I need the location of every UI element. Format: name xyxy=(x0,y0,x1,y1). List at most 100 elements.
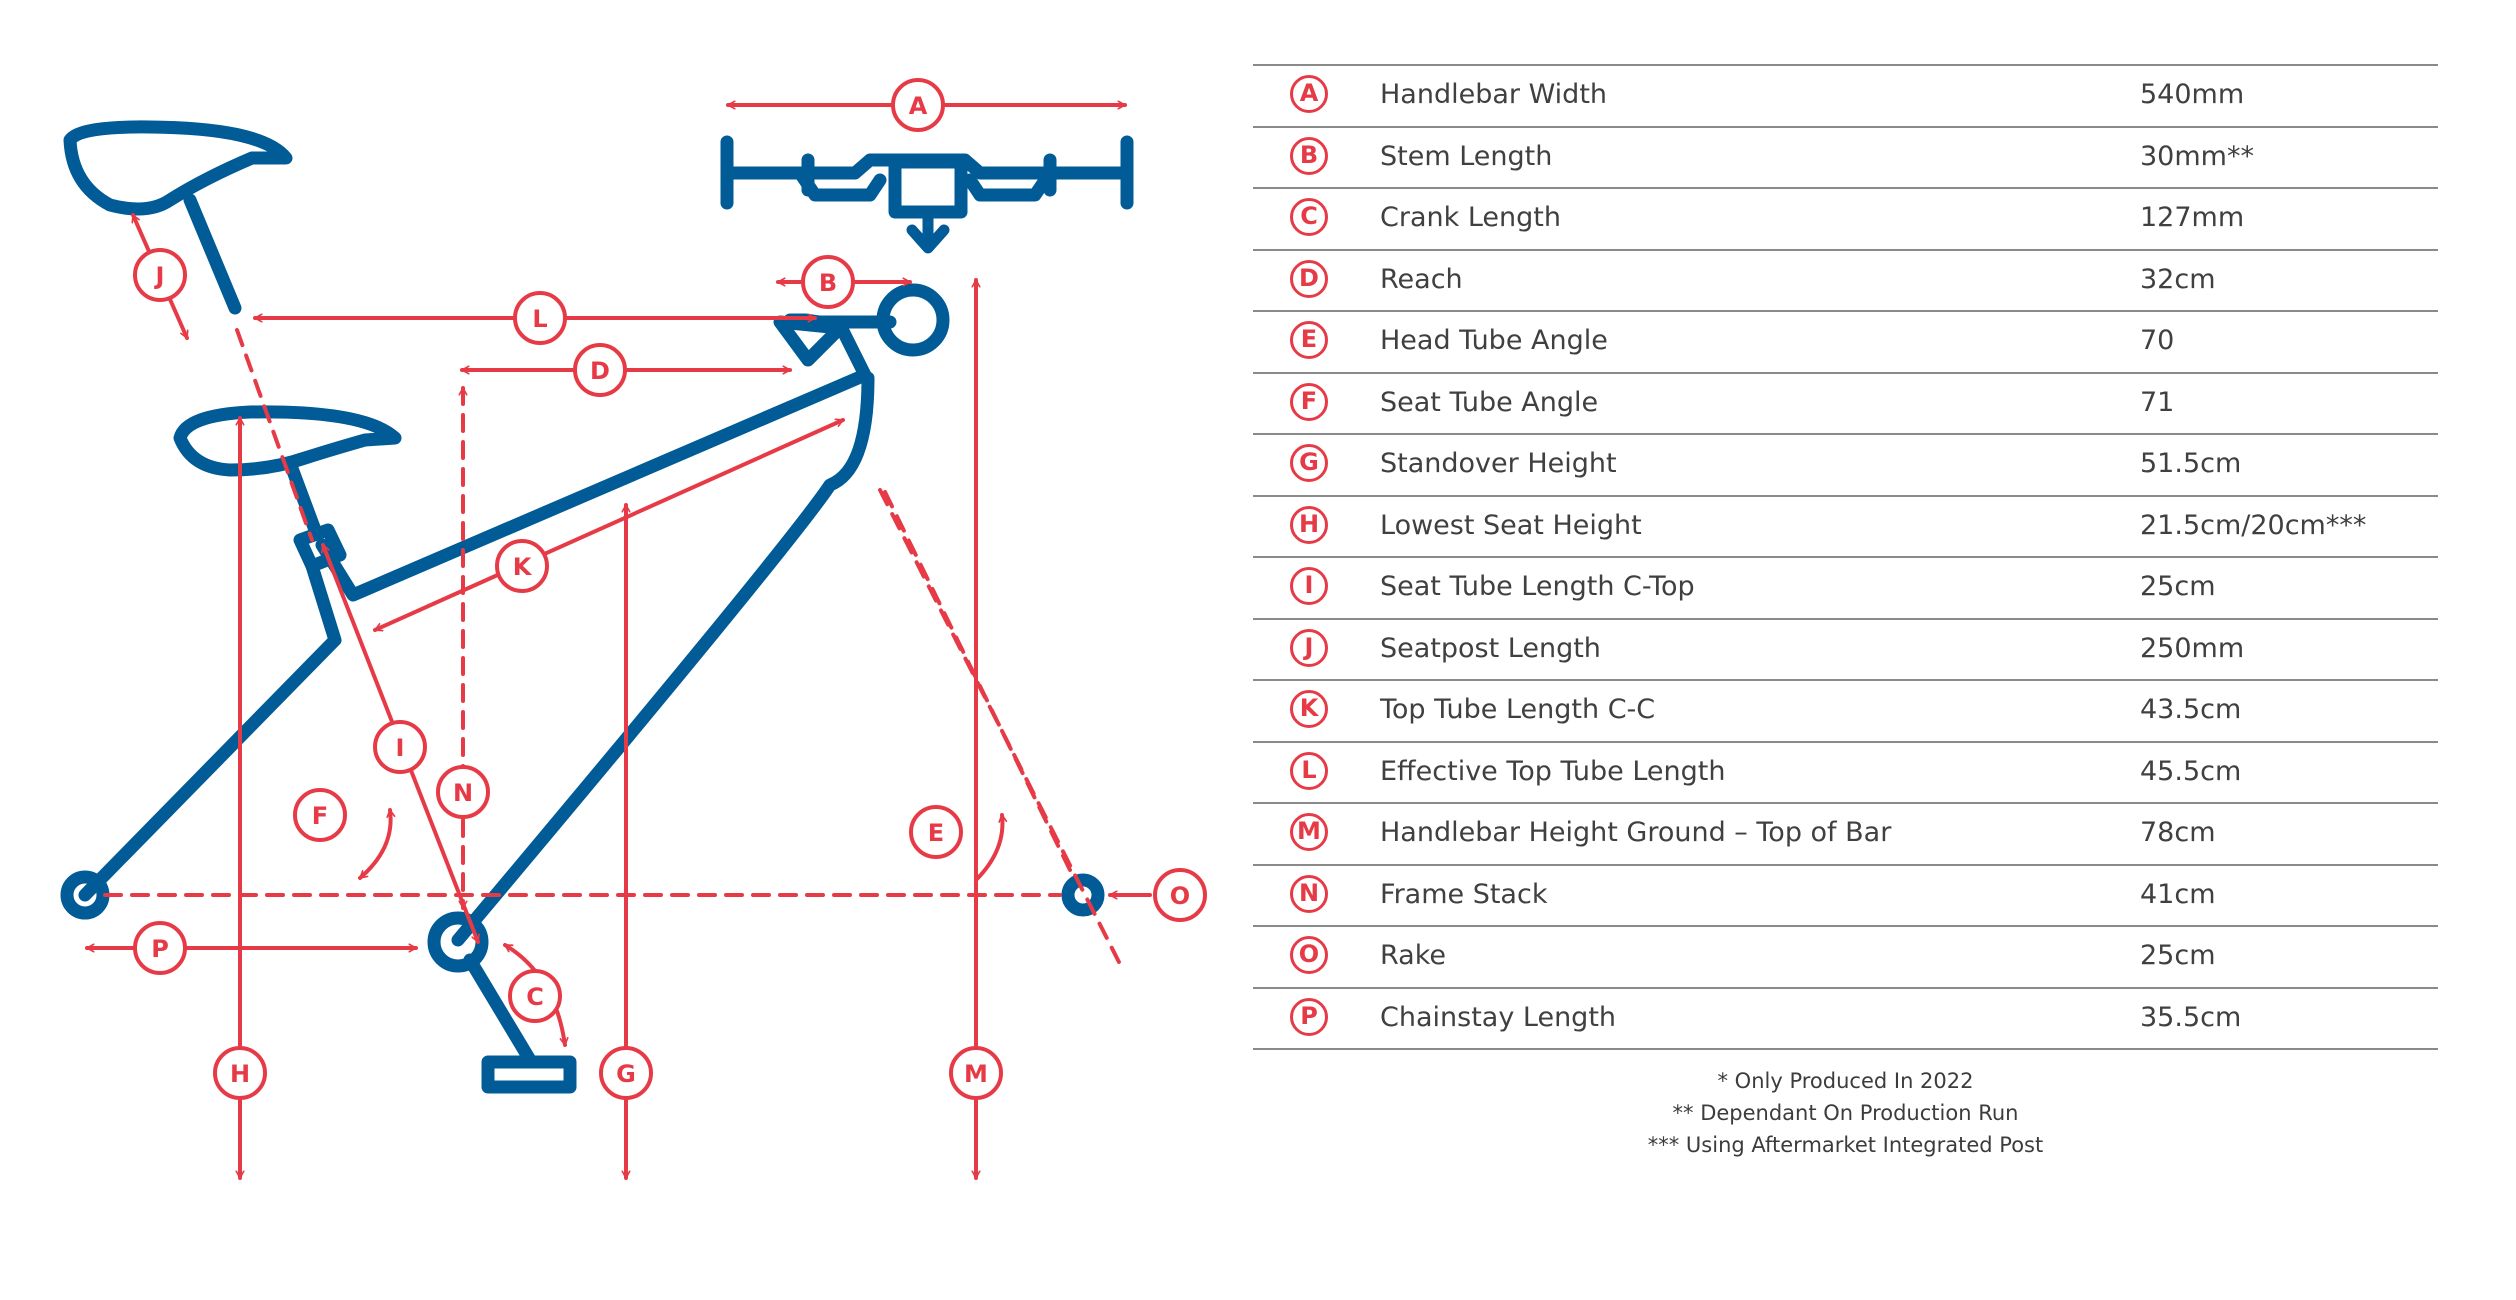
spec-key-badge: M xyxy=(1290,813,1328,851)
callout-h: H xyxy=(213,1046,267,1100)
callout-p: P xyxy=(133,921,187,975)
spec-label: Crank Length xyxy=(1380,202,1561,233)
spec-row: N Frame Stack 41cm xyxy=(1253,863,2438,926)
callout-letter: A xyxy=(909,92,928,120)
spec-value: 540mm xyxy=(2140,79,2245,110)
callout-letter: I xyxy=(396,734,405,762)
spec-key-badge: A xyxy=(1290,75,1328,113)
spec-value: 41cm xyxy=(2140,878,2216,910)
spec-label: Handlebar Width xyxy=(1380,79,1608,110)
spec-row: B Stem Length 30mm** xyxy=(1253,125,2438,188)
lowered-saddle xyxy=(173,405,402,477)
spec-label: Stem Length xyxy=(1380,140,1553,172)
spec-label: Seatpost Length xyxy=(1380,632,1601,664)
footnote: *** Using Aftermarket Integrated Post xyxy=(1647,1133,2044,1157)
spec-label: Reach xyxy=(1380,263,1463,295)
callout-i: I xyxy=(373,720,427,774)
spec-label: Lowest Seat Height xyxy=(1380,509,1642,541)
spec-label: Frame Stack xyxy=(1380,878,1548,910)
spec-key-badge: E xyxy=(1290,321,1328,359)
spec-key-badge: J xyxy=(1290,628,1328,667)
spec-row: A Handlebar Width 540mm xyxy=(1253,64,2438,126)
spec-key-badge: F xyxy=(1290,382,1328,421)
callout-o: O xyxy=(1153,868,1207,922)
callout-d: D xyxy=(573,343,627,397)
spec-row: C Crank Length 127mm xyxy=(1253,187,2438,249)
spec-key-badge: L xyxy=(1290,751,1328,790)
spec-key-badge: H xyxy=(1290,505,1328,544)
dimension-lines xyxy=(85,105,1152,1180)
spec-label: Head Tube Angle xyxy=(1380,325,1608,356)
spec-value: 21.5cm/20cm*** xyxy=(2140,509,2367,541)
spec-value: 25cm xyxy=(2140,940,2216,971)
spec-value: 30mm** xyxy=(2140,140,2254,172)
spec-value: 45.5cm xyxy=(2140,755,2242,787)
spec-row: O Rake 25cm xyxy=(1253,925,2438,987)
callout-e: E xyxy=(909,805,963,859)
spec-row: D Reach 32cm xyxy=(1253,248,2438,311)
spec-key-badge: I xyxy=(1290,567,1328,605)
spec-value: 70 xyxy=(2140,325,2175,356)
callout-letter: C xyxy=(526,983,544,1011)
dimension-k xyxy=(373,418,845,632)
angle-arc-f xyxy=(358,808,391,880)
frame-outline xyxy=(78,559,342,902)
callout-letter: B xyxy=(819,269,837,297)
callout-c: C xyxy=(508,969,562,1023)
bike-frame xyxy=(60,120,1134,1094)
fork-offset-line xyxy=(883,490,1072,872)
spec-label: Top Tube Length C-C xyxy=(1380,694,1656,725)
callout-f: F xyxy=(293,788,347,842)
spec-label: Effective Top Tube Length xyxy=(1380,755,1726,787)
raised-saddle xyxy=(63,120,293,216)
callout-letter: H xyxy=(230,1060,250,1088)
pedal xyxy=(481,1055,577,1094)
spec-row: F Seat Tube Angle 71 xyxy=(1253,371,2438,434)
callout-k: K xyxy=(495,539,549,593)
footnote: * Only Produced In 2022 xyxy=(1717,1069,1974,1093)
head-tube-extension xyxy=(878,488,1125,972)
spec-label: Rake xyxy=(1380,940,1446,971)
lowered-seatpost xyxy=(283,456,322,537)
callout-badges: A B C D E F G H I J K L M N O P xyxy=(133,78,1207,1100)
stem-bar-clamp xyxy=(876,283,950,357)
callout-letter: N xyxy=(453,779,473,807)
raised-seatpost xyxy=(183,193,242,315)
callout-g: G xyxy=(599,1046,653,1100)
spec-row: P Chainstay Length 35.5cm xyxy=(1253,986,2438,1050)
spec-label: Seat Tube Angle xyxy=(1380,386,1599,418)
spec-key-badge: C xyxy=(1290,198,1328,236)
spec-key-badge: B xyxy=(1290,136,1328,175)
spec-value: 32cm xyxy=(2140,263,2216,295)
callout-l: L xyxy=(513,291,567,345)
spec-label: Chainstay Length xyxy=(1380,1001,1617,1033)
bike-geometry-diagram: A B C D E F G H I J K L M N O P xyxy=(60,78,1207,1180)
spec-label: Seat Tube Length C-Top xyxy=(1380,571,1695,602)
spec-key-badge: N xyxy=(1290,874,1328,913)
callout-a: A xyxy=(891,78,945,132)
callout-j: J xyxy=(133,248,187,302)
spec-value: 35.5cm xyxy=(2140,1001,2242,1033)
spec-value: 51.5cm xyxy=(2140,448,2242,479)
callout-letter: K xyxy=(513,553,533,581)
callout-m: M xyxy=(949,1046,1003,1100)
handlebar xyxy=(720,135,1134,219)
spec-key-badge: P xyxy=(1290,997,1328,1036)
callout-letter: M xyxy=(964,1060,988,1088)
bar-drop-arrow xyxy=(906,206,950,254)
callout-letter: P xyxy=(151,935,169,963)
spec-label: Standover Height xyxy=(1380,448,1617,479)
spec-value: 127mm xyxy=(2140,202,2245,233)
spec-value: 250mm xyxy=(2140,632,2245,664)
callout-letter: F xyxy=(312,802,328,830)
callout-letter: J xyxy=(154,262,165,290)
callout-letter: O xyxy=(1170,882,1190,910)
spec-row: E Head Tube Angle 70 xyxy=(1253,310,2438,372)
seat-tube-extension xyxy=(235,328,314,542)
spec-key-badge: O xyxy=(1290,936,1328,974)
spec-value: 71 xyxy=(2140,386,2175,418)
callout-n: N xyxy=(436,765,490,819)
spec-key-badge: D xyxy=(1290,259,1328,298)
